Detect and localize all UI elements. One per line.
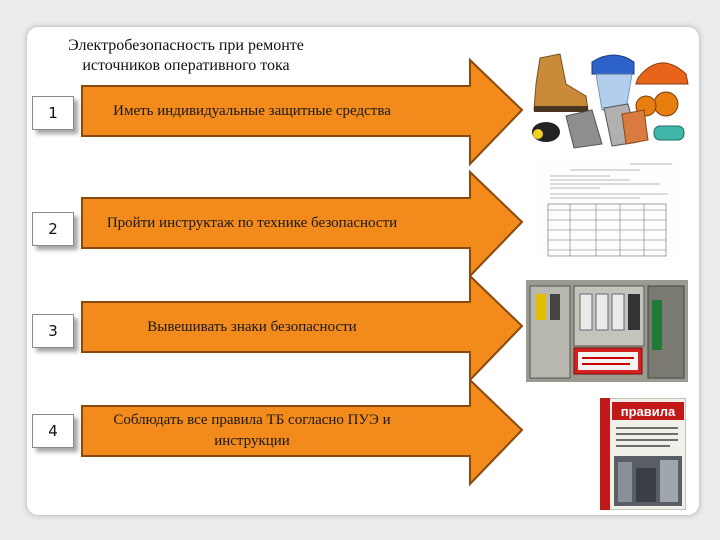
arrow-shape-3 xyxy=(81,273,524,383)
step-arrow-4: Соблюдать все правила ТБ согласно ПУЭ и … xyxy=(81,377,524,490)
safety-briefing-journal-image xyxy=(540,160,676,260)
step-arrow-2: Пройти инструктаж по технике безопасност… xyxy=(81,169,524,282)
step-text-3: Вывешивать знаки безопасности xyxy=(147,318,357,335)
step-text-1: Иметь индивидуальные защитные средства xyxy=(113,102,391,119)
safety-rules-book-image: правила xyxy=(599,397,687,511)
step-number-3: 3 xyxy=(32,314,74,348)
slide-title: Электробезопасность при ремонте источник… xyxy=(68,37,304,74)
arrow-shape-1 xyxy=(81,57,524,167)
arrow-shape-4 xyxy=(81,377,524,487)
book-cover-title: правила xyxy=(621,404,676,419)
arrow-shape-2 xyxy=(81,169,524,279)
step-text-4: Соблюдать все правила ТБ согласно ПУЭ и … xyxy=(113,412,391,449)
step-number-4: 4 xyxy=(32,414,74,448)
step-number-1: 1 xyxy=(32,96,74,130)
step-number-2: 2 xyxy=(32,212,74,246)
electrical-panel-image xyxy=(526,280,688,382)
step-arrow-1: Иметь индивидуальные защитные средства xyxy=(81,57,524,170)
step-arrow-3: Вывешивать знаки безопасности xyxy=(81,273,524,386)
protective-equipment-image xyxy=(526,44,692,152)
step-text-2: Пройти инструктаж по технике безопасност… xyxy=(106,214,398,231)
